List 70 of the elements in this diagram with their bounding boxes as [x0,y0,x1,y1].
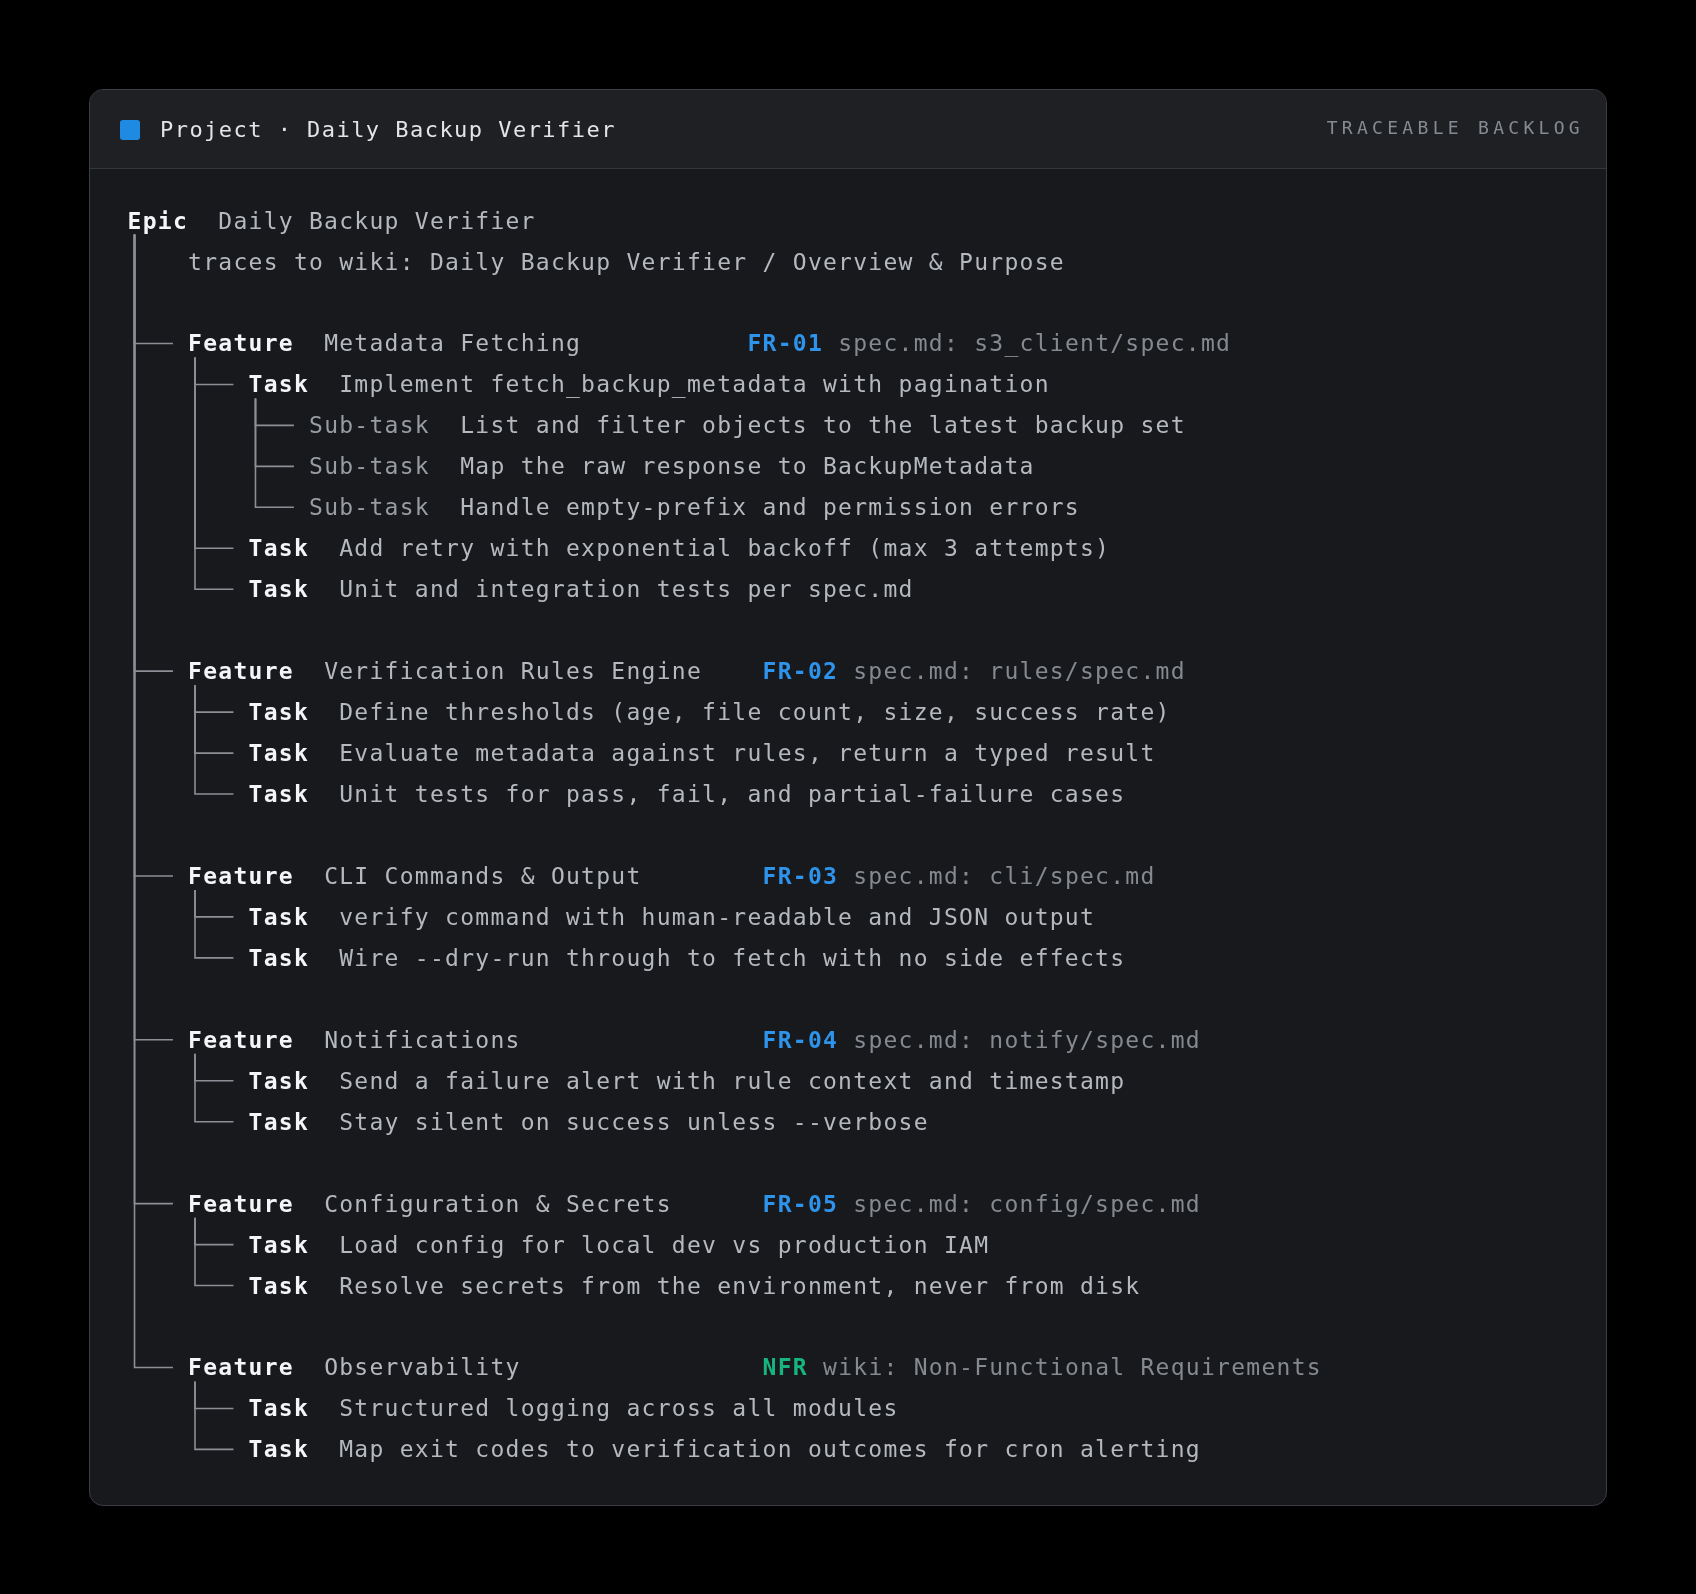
level-label: Task [248,780,309,809]
level-label: Task [248,943,309,972]
level-label: Sub-task [309,411,430,440]
level-label: Sub-task [309,452,430,481]
requirement-tag: FR-02 [762,657,839,686]
level-label: Sub-task [309,493,430,522]
item-title: Map the raw response to BackupMetadata [460,452,1035,481]
trace-note: traces to wiki: Daily Backup Verifier / Overview & Purpose [188,247,1065,276]
item-title: Stay silent on success unless --verbose [339,1107,929,1136]
item-title: Unit tests for pass, fail, and partial-failure cases [339,780,1126,809]
tree-connector [254,397,295,509]
item-title: CLI Commands & Output [324,861,642,890]
level-label: Task [248,575,309,604]
level-label: Feature [188,1189,294,1218]
level-label: Task [248,1394,309,1423]
spec-reference: spec.md: cli/spec.md [853,861,1156,890]
requirement-tag: FR-04 [762,1025,839,1054]
tree-connector [194,1216,235,1287]
level-label: Feature [188,657,294,686]
level-label: Task [248,1271,309,1300]
tree-connector [194,1053,235,1123]
level-label: Feature [188,329,294,358]
item-title: Notifications [324,1025,521,1054]
tree-connector [194,1380,235,1451]
item-title: Configuration & Secrets [324,1189,672,1218]
level-label: Task [248,1066,309,1095]
level-label: Epic [127,206,189,235]
level-label: Feature [188,861,294,890]
item-title: List and filter objects to the latest backup set [460,411,1186,440]
requirement-tag: FR-03 [762,861,839,890]
spec-reference: spec.md: s3_client/spec.md [838,329,1232,358]
requirement-tag: FR-05 [762,1189,839,1218]
item-title: Unit and integration tests per spec.md [339,575,914,604]
spec-reference: spec.md: notify/spec.md [853,1025,1201,1054]
item-title: Verification Rules Engine [324,657,703,686]
level-label: Feature [188,1353,294,1382]
item-title: Add retry with exponential backoff (max 3 attempts) [339,534,1111,563]
item-title: Handle empty-prefix and permission errors [460,493,1080,522]
level-label: Task [248,1107,309,1136]
item-title: Send a failure alert with rule context and timestamp [339,1066,1126,1095]
spec-reference: spec.md: config/spec.md [853,1189,1201,1218]
item-title: Metadata Fetching [324,329,582,358]
level-label: Feature [188,1025,294,1054]
item-title: Implement fetch_backup_metadata with pagination [339,370,1050,399]
tree-connector [194,356,235,591]
item-title: Daily Backup Verifier [218,206,536,235]
spec-reference: spec.md: rules/spec.md [853,657,1186,686]
item-title: verify command with human-readable and JSON output [339,902,1096,931]
level-label: Task [248,1435,309,1464]
item-title: Map exit codes to verification outcomes for cron alerting [339,1435,1201,1464]
tree-connector [194,684,235,795]
level-label: Task [248,534,309,563]
item-title: Structured logging across all modules [339,1394,899,1423]
level-label: Task [248,739,309,768]
item-title: Load config for local dev vs production IAM [339,1230,990,1259]
item-title: Evaluate metadata against rules, return a typed result [339,739,1156,768]
project-title: Project · Daily Backup Verifier [160,116,616,144]
tree-connector [194,889,235,959]
level-label: Task [248,698,309,727]
spec-reference: wiki: Non-Functional Requirements [823,1353,1322,1382]
item-title: Observability [324,1353,521,1382]
item-title: Define thresholds (age, file count, size, success rate) [339,698,1171,727]
level-label: Task [248,370,309,399]
requirement-tag: NFR [762,1353,808,1382]
level-label: Task [248,1230,309,1259]
requirement-tag: FR-01 [747,329,824,358]
item-title: Resolve secrets from the environment, never from disk [339,1271,1141,1300]
section-label: TRACEABLE BACKLOG [1326,116,1584,140]
item-title: Wire --dry-run through to fetch with no side effects [339,943,1126,972]
level-label: Task [248,902,309,931]
